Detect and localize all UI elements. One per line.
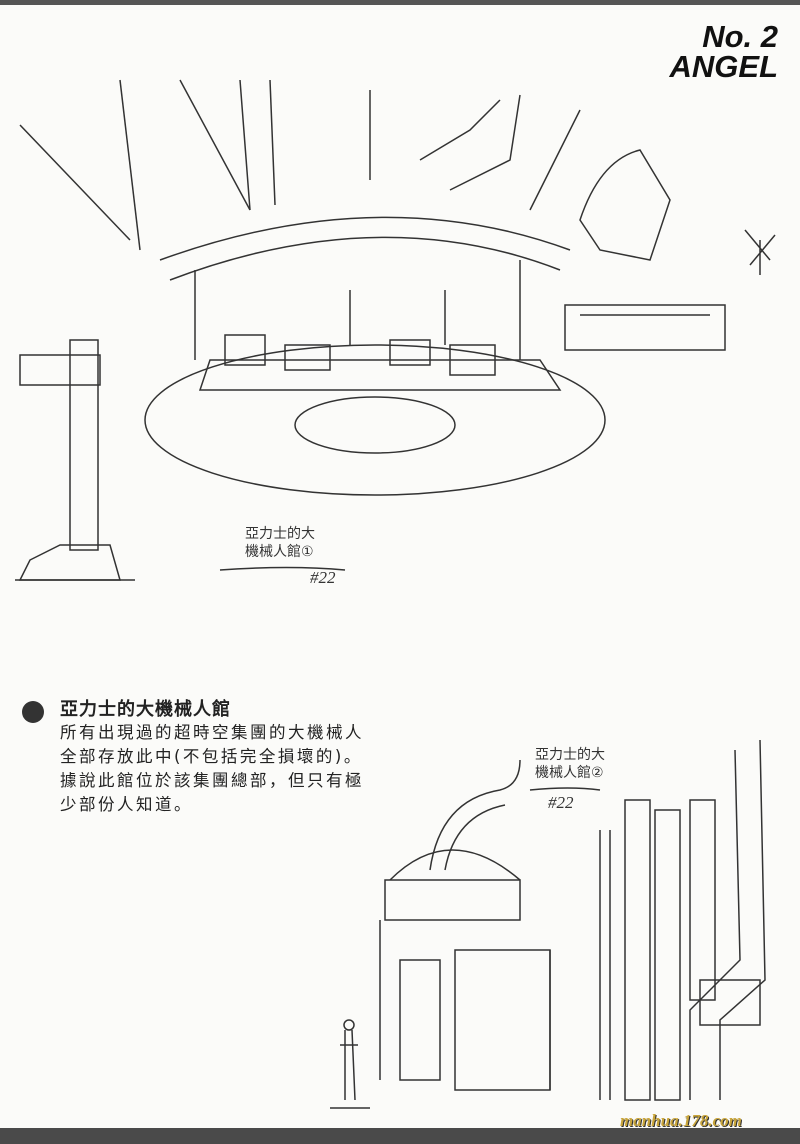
sketch-number-1: #22 (310, 568, 336, 587)
section-title: 亞力士的大機械人館 (60, 699, 231, 720)
caption-underline (219, 566, 346, 571)
caption-line: 亞力士的大 (245, 526, 315, 542)
chapter-title: ANGEL (669, 49, 779, 84)
bottom-border (0, 1128, 800, 1144)
tower-sketch (15, 339, 135, 581)
top-border (0, 0, 800, 5)
sketch-caption-2: 亞力士的大 機械人館② (535, 746, 605, 782)
caption-line: 亞力士的大 (535, 747, 605, 763)
caption-line: 機械人館① (245, 544, 314, 560)
sketch-number-2: #22 (548, 793, 574, 812)
section-body: 所有出現過的超時空集團的大機械人全部存放此中(不包括完全損壞的)。據說此館位於該… (60, 723, 364, 814)
caption-line: 機械人館② (535, 765, 604, 781)
sketch-caption-1: 亞力士的大 機械人館① (245, 525, 315, 561)
page-header: No. 2 ANGEL (669, 19, 779, 84)
pipe-structure-sketch (599, 739, 766, 1101)
tank-building-sketch (340, 759, 551, 1101)
caption-underline (529, 787, 601, 791)
hangar-sketch (19, 79, 776, 496)
chapter-number: No. 2 (702, 19, 778, 54)
bullet-icon (22, 701, 44, 723)
watermark: manhua.178.com (620, 1111, 742, 1130)
